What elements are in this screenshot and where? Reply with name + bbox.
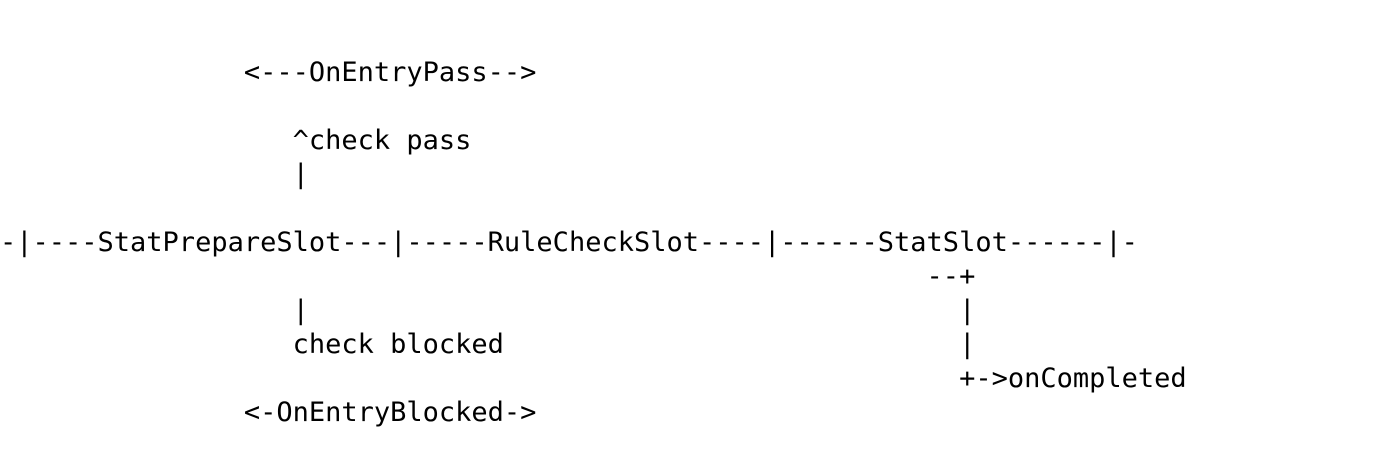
slot-chain-line: -|----StatPrepareSlot---|-----RuleCheckS…	[0, 227, 1138, 258]
stat-slot-branch: --+	[0, 261, 976, 292]
on-entry-blocked-label: <-OnEntryBlocked->	[0, 397, 537, 428]
blocked-connector: | |	[0, 295, 976, 326]
on-entry-pass-label: <---OnEntryPass-->	[0, 57, 537, 88]
check-pass-connector: |	[0, 159, 309, 190]
on-completed-label: +->onCompleted	[0, 363, 1187, 394]
check-pass-label: ^check pass	[0, 125, 472, 156]
check-blocked-label: check blocked |	[0, 329, 976, 360]
